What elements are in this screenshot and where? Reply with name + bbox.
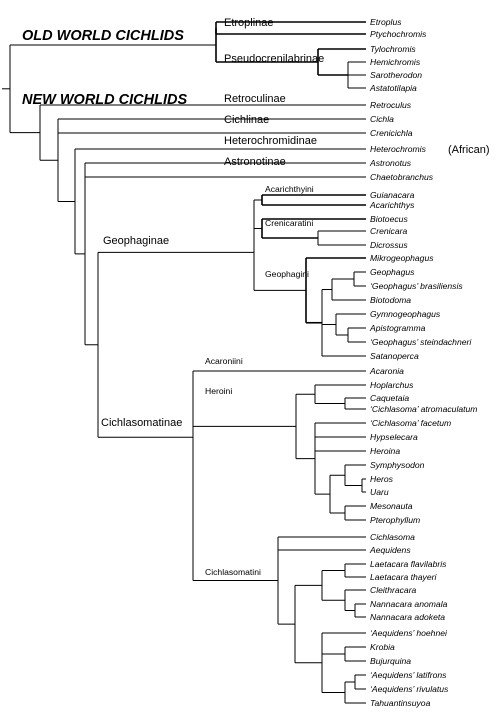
taxon-label: Hoplarchus: [370, 380, 414, 390]
taxon-label: Heroina: [370, 446, 400, 456]
taxon-label: Satanoperca: [370, 351, 419, 361]
taxon-label: Heterochromis: [370, 144, 427, 154]
taxon-label: Tahuantinsuyoa: [370, 698, 431, 708]
taxon-label: Ptychochromis: [370, 29, 427, 39]
taxon-label: Cichlasoma: [370, 532, 415, 542]
taxon-label: Astatotilapia: [369, 83, 417, 93]
taxon-label: Cleithracara: [370, 585, 417, 595]
taxon-label: Symphysodon: [370, 460, 425, 470]
group-label-retroculinae: Retroculinae: [224, 93, 286, 105]
taxon-label: ‘Aequidens’ rivulatus: [370, 684, 449, 694]
taxon-label: Bujurquina: [370, 656, 411, 666]
taxon-label: Krobia: [370, 642, 395, 652]
taxon-label: Nannacara anomala: [370, 599, 448, 609]
group-label-acaroniini: Acaroniini: [205, 356, 243, 366]
taxon-label: Acarichthys: [369, 200, 415, 210]
taxon-label: Dicrossus: [370, 240, 408, 250]
taxon-label: Etroplus: [370, 17, 402, 27]
taxon-label: ‘Geophagus’ steindachneri: [370, 337, 472, 347]
group-label-cichlasomatinae: Cichlasomatinae: [101, 417, 182, 429]
taxon-label: ‘Cichlasoma’ atromaculatum: [370, 404, 477, 414]
taxon-label: ‘Aequidens’ hoehnei: [370, 628, 448, 638]
taxon-label: Guianacara: [370, 190, 415, 200]
taxon-label: Hemichromis: [370, 57, 421, 67]
taxon-labels: EtroplusPtychochromisTylochromisHemichro…: [369, 17, 477, 708]
taxon-label: Geophagus: [370, 267, 415, 277]
group-label-cichlinae: Cichlinae: [224, 114, 269, 126]
taxon-label: Biotodoma: [370, 295, 411, 305]
taxon-label: Biotoecus: [370, 214, 408, 224]
group-label-cichlasomatini: Cichlasomatini: [205, 567, 261, 577]
taxon-label: Gymnogeophagus: [370, 309, 441, 319]
taxon-label: Retroculus: [370, 100, 412, 110]
taxon-label: Apistogramma: [369, 323, 426, 333]
taxon-label: Astronotus: [369, 158, 412, 168]
new-world-heading: NEW WORLD CICHLIDS: [22, 92, 187, 108]
group-label-pseudocrenilabrinae: Pseudocrenilabrinae: [224, 53, 324, 65]
taxon-label: Laetacara flavilabris: [370, 559, 447, 569]
taxon-label: ‘Aequidens’ latifrons: [370, 670, 447, 680]
taxon-label: Crenicara: [370, 226, 407, 236]
tree-branches: [2, 21, 366, 704]
taxon-label: Cichla: [370, 114, 394, 124]
taxon-label: Caquetaia: [370, 393, 409, 403]
taxon-label: Hypselecara: [370, 432, 418, 442]
taxon-label: ‘Geophagus’ brasiliensis: [370, 281, 463, 291]
group-label-heterochromidinae: Heterochromidinae: [224, 135, 317, 147]
taxon-label: Tylochromis: [370, 44, 416, 54]
group-label-crenicaratini: Crenicaratini: [265, 218, 313, 228]
group-label-geophaginae: Geophaginae: [103, 235, 169, 247]
group-label-astronotinae: Astronotinae: [224, 156, 286, 168]
old-world-heading: OLD WORLD CICHLIDS: [22, 28, 184, 44]
group-label-etroplinae: Etroplinae: [224, 17, 274, 29]
taxon-label: ‘Cichlasoma’ facetum: [370, 418, 451, 428]
group-label-heroini: Heroini: [205, 386, 232, 396]
taxon-label: Uaru: [370, 487, 389, 497]
taxon-label: Pterophyllum: [370, 515, 420, 525]
group-label-acarichthyini: Acarichthyini: [265, 184, 314, 194]
group-label-geophagini: Geophagini: [265, 269, 309, 279]
taxon-label: Heros: [370, 474, 394, 484]
taxon-label: Sarotherodon: [370, 70, 422, 80]
taxon-label: Crenicichla: [370, 128, 413, 138]
taxon-label: Mikrogeophagus: [370, 253, 434, 263]
taxon-label: Acaronia: [369, 366, 404, 376]
taxon-label: Laetacara thayeri: [370, 572, 437, 582]
taxon-label: Nannacara adoketa: [370, 612, 445, 622]
taxon-label: Mesonauta: [370, 501, 413, 511]
taxon-label: Aequidens: [369, 545, 411, 555]
taxon-label: Chaetobranchus: [370, 172, 434, 182]
african-annotation: (African): [448, 144, 490, 156]
